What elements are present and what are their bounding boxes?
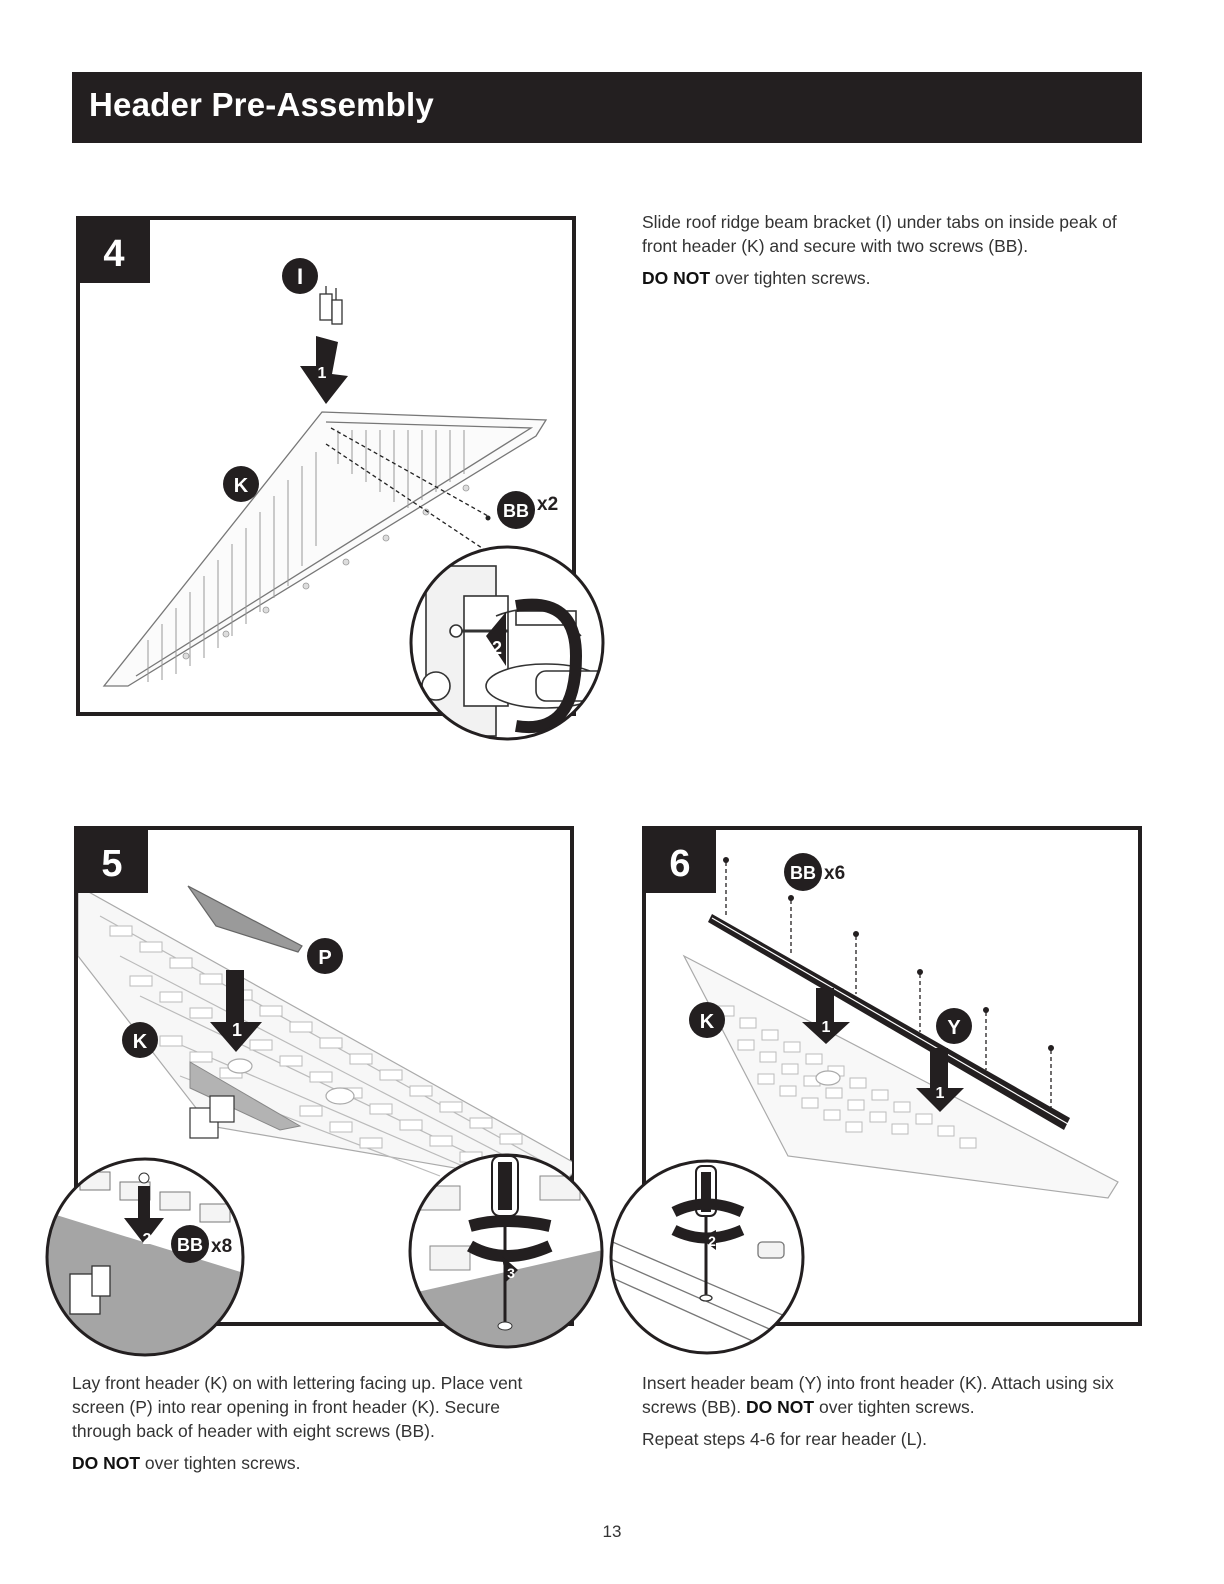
step-6-repeat-note: Repeat steps 4-6 for rear header (L).: [642, 1429, 928, 1449]
step-6-arrow-1a: 1: [802, 988, 850, 1044]
callout-Y: Y: [936, 1008, 972, 1044]
callout-BB: BB x6: [784, 853, 845, 891]
svg-text:K: K: [133, 1031, 148, 1053]
step-6-arrow-1b: 1: [916, 1048, 964, 1112]
callout-I: I: [282, 258, 318, 294]
callout-BB: BB x2: [497, 491, 558, 529]
step-5-detail-circle-right: 3: [408, 1153, 604, 1349]
step-5-number: 5: [101, 843, 122, 885]
step-4-number: 4: [103, 233, 124, 275]
svg-text:2: 2: [492, 638, 502, 658]
step-6-text: Insert header beam (Y) into front header…: [642, 1373, 1114, 1417]
vent-screen-P: [187, 885, 303, 953]
svg-text:3: 3: [507, 1265, 515, 1281]
svg-text:1: 1: [936, 1085, 945, 1102]
step-6-illustration: 1 1 6 BB x6 K Y: [608, 826, 1148, 1366]
callout-K: K: [223, 466, 259, 502]
svg-text:P: P: [318, 947, 331, 969]
step-6-instructions: Insert header beam (Y) into front header…: [642, 1371, 1142, 1459]
step-4-illustration: 4: [76, 216, 616, 756]
svg-text:K: K: [234, 475, 249, 497]
header-beam-Y: [708, 914, 1070, 1130]
step-4-instructions: Slide roof ridge beam bracket (I) under …: [642, 210, 1142, 298]
step-5-illustration: 1 5 P K: [40, 826, 620, 1357]
section-header-bar: Header Pre-Assembly: [72, 72, 1142, 143]
front-header-panel: [102, 411, 548, 687]
step-6-badge: [644, 828, 716, 893]
callout-K: K: [689, 1002, 725, 1038]
svg-text:1: 1: [318, 365, 327, 382]
step-5-instructions: Lay front header (K) on with lettering f…: [72, 1371, 557, 1483]
step-5-text: Lay front header (K) on with lettering f…: [72, 1373, 523, 1441]
svg-text:BB: BB: [177, 1235, 203, 1255]
svg-text:2: 2: [143, 1231, 152, 1248]
svg-text:I: I: [297, 264, 303, 289]
svg-text:x8: x8: [211, 1236, 232, 1257]
step-4-badge: [78, 218, 150, 283]
vent-screen-installed: [189, 1061, 302, 1131]
svg-text:x2: x2: [537, 494, 558, 515]
step-5-badge: [76, 828, 148, 893]
callout-K: K: [122, 1022, 158, 1058]
step-5-arrow-1: 1: [210, 970, 262, 1052]
step-5-warning: DO NOT over tighten screws.: [72, 1453, 301, 1473]
step-6-number: 6: [669, 843, 690, 885]
ridge-beam-bracket: [319, 286, 343, 325]
step-4-arrow-1: 1: [300, 336, 348, 404]
step-4-text: Slide roof ridge beam bracket (I) under …: [642, 212, 1117, 256]
svg-text:BB: BB: [790, 863, 816, 883]
svg-text:1: 1: [822, 1019, 831, 1036]
svg-text:Y: Y: [947, 1017, 961, 1039]
svg-text:x6: x6: [824, 863, 845, 884]
step-5-detail-circle-left: 2: [45, 1157, 245, 1357]
svg-text:BB: BB: [503, 501, 529, 521]
callout-BB: BB x8: [171, 1225, 232, 1263]
step-6-detail-circle: 2: [609, 1159, 805, 1355]
svg-text:K: K: [700, 1011, 715, 1033]
page-number: 13: [602, 1522, 622, 1541]
svg-text:1: 1: [232, 1020, 242, 1040]
step-4-warning: DO NOT over tighten screws.: [642, 268, 871, 288]
callout-P: P: [307, 938, 343, 974]
section-title: Header Pre-Assembly: [89, 86, 434, 123]
front-header-panel: [682, 954, 1119, 1199]
svg-text:2: 2: [708, 1233, 716, 1249]
step-4-detail-circle: 2: [409, 545, 605, 741]
